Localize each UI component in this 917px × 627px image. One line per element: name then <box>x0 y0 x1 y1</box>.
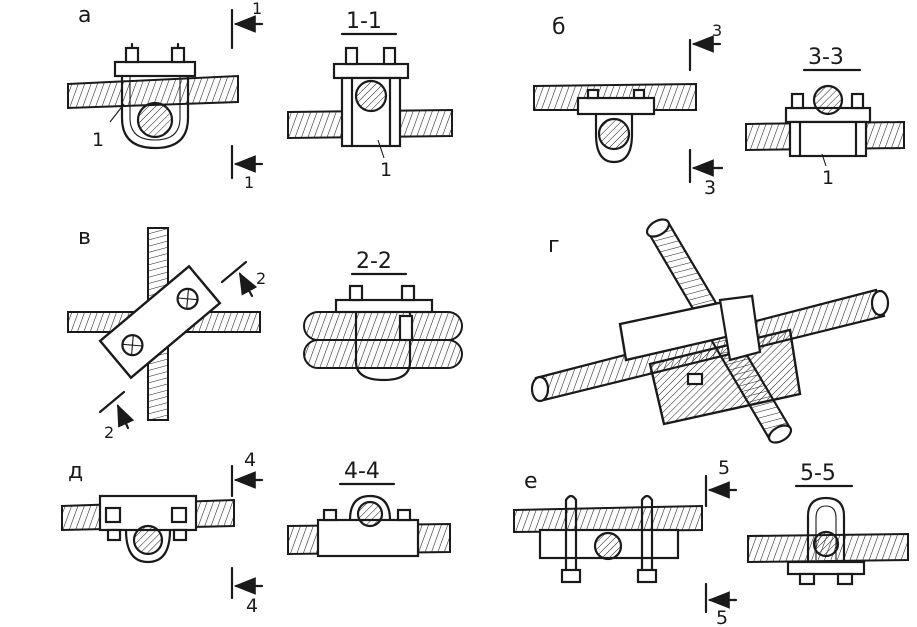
conductor-wire <box>513 504 703 534</box>
u-bolt <box>124 528 172 564</box>
bolt-head <box>686 372 704 386</box>
bolt-nut <box>322 508 338 522</box>
section-5-5: 5-5 <box>747 461 909 586</box>
section-number: 4 <box>246 595 258 617</box>
bolt-nut <box>836 572 854 586</box>
part-number: 1 <box>92 129 104 151</box>
label-a: а <box>78 3 91 28</box>
round-conductor-section <box>812 84 844 116</box>
section-1-1: 1-1 1 <box>287 9 453 181</box>
round-conductor-section <box>356 500 384 528</box>
section-number: 2 <box>104 423 114 442</box>
section-arrow <box>238 272 258 298</box>
bolt-nut <box>790 92 805 110</box>
label-b: б <box>552 15 566 40</box>
u-bolt-leg <box>564 498 578 572</box>
round-conductor-section <box>354 79 388 113</box>
bolt-nut <box>348 284 364 302</box>
section-number: 5 <box>718 457 730 479</box>
section-title: 4-4 <box>344 459 380 484</box>
round-conductor-section <box>132 524 164 556</box>
bolt-nut <box>396 508 412 522</box>
round-conductor-section <box>597 117 631 151</box>
clamp-plate <box>786 560 866 576</box>
lower-conductor <box>303 339 463 369</box>
conductor-wire <box>67 74 239 110</box>
bolt-nut <box>170 506 188 524</box>
section-title: 2-2 <box>356 249 392 274</box>
label-e: е <box>524 469 538 494</box>
clamp-body <box>316 518 420 558</box>
label-g: г <box>548 233 560 258</box>
bolt-nut <box>382 46 397 66</box>
clamp-plate <box>576 96 656 116</box>
section-arrow <box>116 403 135 430</box>
clamp-plate <box>332 62 410 80</box>
part-number: 1 <box>822 167 834 189</box>
figure-e: е 5 5 <box>513 457 738 627</box>
bolt-nut <box>400 284 416 302</box>
section-number: 3 <box>712 21 722 40</box>
clamp-plate <box>113 60 197 78</box>
figure-b: б 3 3 <box>533 15 724 199</box>
section-number: 1 <box>252 0 262 18</box>
section-mark-line <box>98 390 126 414</box>
section-title: 1-1 <box>346 9 382 34</box>
bolt-nut <box>124 46 140 64</box>
section-number: 2 <box>256 269 266 288</box>
section-title: 3-3 <box>808 45 844 70</box>
u-bolt <box>594 112 634 164</box>
section-title: 5-5 <box>800 461 836 486</box>
bolt-nut <box>850 92 865 110</box>
u-bolt-leg <box>640 498 654 572</box>
section-mark-line <box>220 260 248 284</box>
u-bolt <box>354 310 412 382</box>
u-bolt <box>120 70 190 150</box>
clamp-body <box>788 120 868 158</box>
section-4-4: 4-4 <box>287 459 451 558</box>
figure-v: в 2 2 <box>67 225 266 442</box>
bolt-nut <box>170 46 186 64</box>
bolt-nut <box>798 572 816 586</box>
round-conductor-section <box>812 530 840 558</box>
bolt-nut <box>560 568 582 584</box>
section-number: 5 <box>716 607 728 627</box>
part-number: 1 <box>380 159 392 181</box>
section-number: 3 <box>704 177 716 199</box>
section-number: 4 <box>244 449 256 471</box>
section-number: 1 <box>244 173 254 192</box>
bolt-nut <box>104 506 122 524</box>
label-v: в <box>78 225 91 250</box>
figure-a: а 1 1 1 <box>67 0 264 192</box>
label-d: д <box>68 459 83 484</box>
figure-d: д 4 4 <box>61 449 264 617</box>
upper-conductor <box>303 311 463 341</box>
figure-g: г <box>530 218 890 444</box>
bolt-nut <box>344 46 359 66</box>
clamp-loop <box>348 494 392 522</box>
section-3-3: 3-3 1 <box>745 45 905 189</box>
clamp-plate <box>334 298 434 314</box>
round-conductor-section <box>136 101 174 139</box>
round-conductor-section <box>593 531 623 561</box>
u-bolt <box>806 496 846 562</box>
bolt-nut <box>636 568 658 584</box>
section-2-2: 2-2 <box>303 249 463 382</box>
